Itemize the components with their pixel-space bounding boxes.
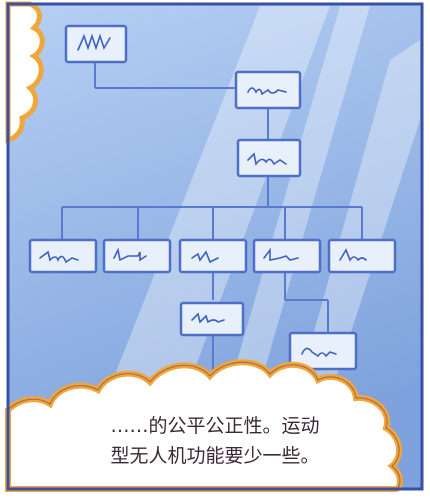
org-chart-nodes	[28, 24, 397, 371]
caption-line-2: 型无人机功能要少一些。	[110, 445, 320, 467]
caption-cloud	[5, 359, 403, 492]
node-level3	[236, 138, 302, 178]
panel-frame	[6, 2, 424, 491]
org-chart-connectors	[61, 60, 363, 370]
node-child3	[178, 238, 248, 274]
node-sub-right	[288, 331, 358, 371]
node-sub-left	[179, 301, 245, 337]
node-scribbles	[39, 33, 367, 358]
thought-bubble-top	[5, 1, 45, 144]
node-top	[64, 24, 128, 64]
node-child5	[327, 238, 397, 274]
node-child1	[28, 238, 98, 274]
caption-line-1: ……的公平公正性。运动	[110, 415, 320, 437]
